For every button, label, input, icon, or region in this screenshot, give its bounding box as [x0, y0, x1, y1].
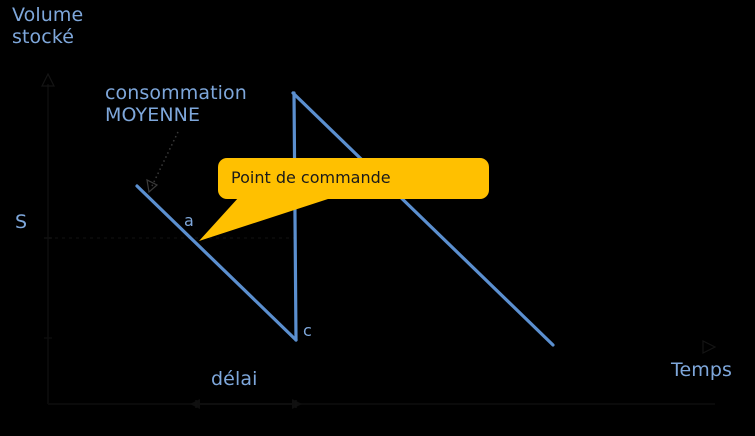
consumption-pointer-arrowhead — [146, 178, 159, 194]
stock-level-label: S — [15, 211, 28, 233]
y-axis-title: Volume stocké — [12, 4, 84, 49]
y-axis-group — [41, 72, 55, 404]
delay-label: délai — [211, 368, 258, 390]
stock-consumption-line-left — [135, 184, 298, 342]
x-axis-group — [48, 340, 717, 405]
y-axis-arrowhead — [41, 72, 55, 87]
delay-right-arrowhead — [292, 399, 302, 409]
delay-left-arrowhead — [190, 399, 200, 409]
callout-tail — [199, 186, 328, 241]
stock-consumption-line-right — [291, 91, 555, 347]
point-c-label: c — [303, 321, 312, 340]
consumption-pointer-dotted-line — [151, 131, 179, 187]
consumption-annotation-label: consommation MOYENNE — [105, 82, 247, 127]
restock-vertical-line — [292, 91, 298, 342]
x-axis-arrowhead — [702, 340, 717, 354]
point-a-label: a — [184, 211, 194, 230]
delay-span-markers — [190, 399, 302, 409]
callout-label: Point de commande — [231, 168, 391, 187]
x-axis-title: Temps — [671, 359, 733, 381]
tick-marks — [44, 237, 297, 408]
callout-box[interactable] — [218, 158, 489, 199]
